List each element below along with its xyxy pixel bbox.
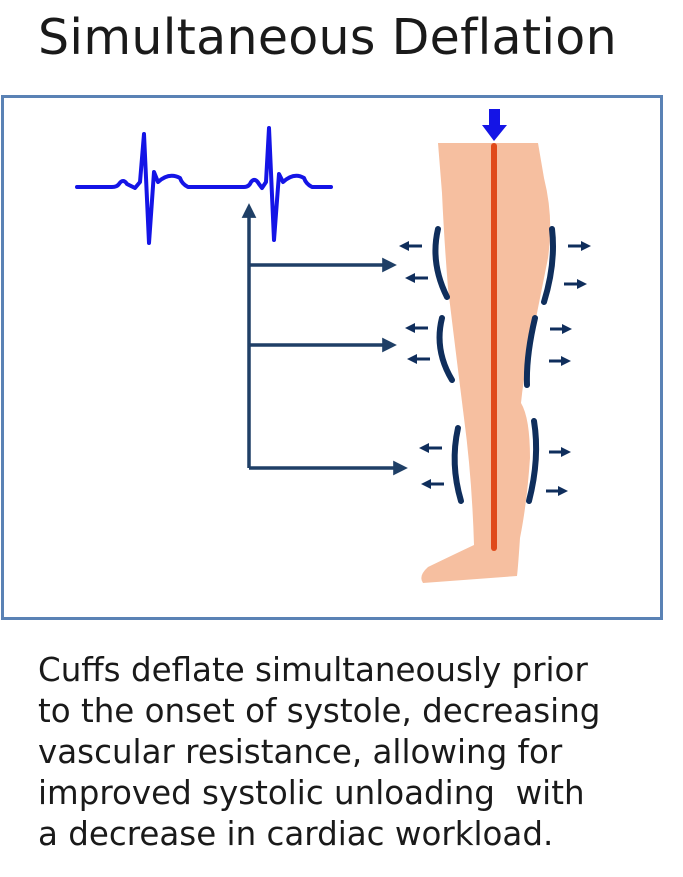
leg	[421, 143, 551, 583]
caption-line: a decrease in cardiac workload.	[38, 815, 554, 853]
caption-line: improved systolic unloading with	[38, 774, 585, 812]
diagram-panel	[1, 95, 663, 620]
cuff	[432, 226, 556, 504]
arrow-down-icon	[482, 109, 507, 141]
caption-line: to the onset of systole, decreasing	[38, 692, 601, 730]
caption: Cuffs deflate simultaneously prior to th…	[38, 650, 678, 855]
caption-line: vascular resistance, allowing for	[38, 733, 563, 771]
arrow-right-icon	[546, 241, 591, 496]
arrow-left-icon	[399, 241, 444, 489]
ecg-trace	[75, 126, 333, 245]
diagram-title: Simultaneous Deflation	[38, 9, 617, 66]
timing-connector	[241, 203, 408, 476]
caption-line: Cuffs deflate simultaneously prior	[38, 651, 588, 689]
diagram-svg	[75, 109, 591, 583]
